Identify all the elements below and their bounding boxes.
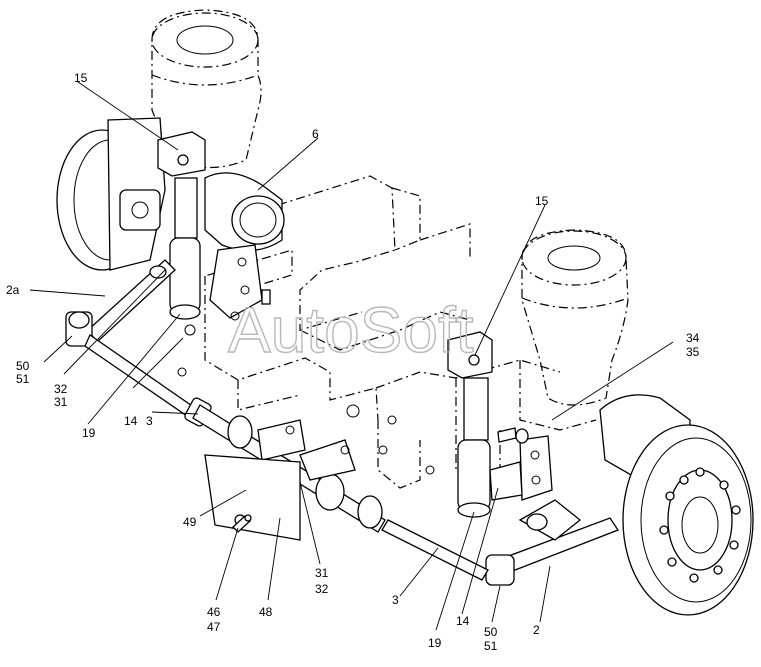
callout-19-left: 19 (82, 426, 96, 440)
callout-31-mid: 31 (315, 566, 329, 580)
left-air-spring (151, 9, 262, 169)
callout-14-right: 14 (456, 614, 470, 628)
callout-34: 34 (686, 331, 700, 345)
left-control-arm (65, 259, 176, 347)
right-shock-absorber (447, 331, 493, 518)
callout-50-right: 50 (484, 625, 498, 639)
callout-49: 49 (183, 515, 197, 529)
callout-15-left: 15 (74, 71, 88, 85)
callout-47: 47 (207, 620, 221, 634)
bolt-34-35 (497, 427, 529, 444)
right-hub-assembly (599, 394, 754, 616)
callout-35: 35 (686, 345, 700, 359)
shield-plate (204, 454, 301, 541)
watermark-text: AutoSoft (228, 294, 474, 366)
callout-15-right: 15 (535, 194, 549, 208)
callout-3-right: 3 (392, 593, 399, 607)
callout-19-right: 19 (428, 636, 442, 650)
left-shock-absorber (157, 131, 206, 320)
right-bracket (489, 435, 553, 501)
callout-50-left: 50 (16, 359, 30, 373)
callout-labels: 15 6 15 2a 34 35 50 51 31 32 19 14 3 49 … (6, 71, 700, 653)
right-control-arm (485, 499, 619, 586)
left-brake-chamber (204, 172, 285, 252)
callout-32-left: 32 (54, 382, 68, 396)
left-hub-assembly (56, 117, 166, 271)
callout-2: 2 (533, 623, 540, 637)
right-air-spring (521, 229, 629, 406)
callout-3-left: 3 (146, 414, 153, 428)
callout-51-left: 51 (16, 372, 30, 386)
callout-46: 46 (207, 605, 221, 619)
wheel-studs (659, 467, 741, 583)
right-tie-rod (381, 519, 489, 581)
callout-31-left: 31 (54, 395, 68, 409)
callout-6: 6 (312, 127, 319, 141)
left-bracket (209, 244, 271, 321)
leader-lines (29, 81, 674, 631)
callout-2a: 2a (6, 283, 20, 297)
callout-32-mid: 32 (315, 582, 329, 596)
callout-51-right: 51 (484, 639, 498, 653)
callout-14-left: 14 (124, 414, 138, 428)
bolt-46-47 (232, 514, 252, 533)
callout-48: 48 (259, 605, 273, 619)
